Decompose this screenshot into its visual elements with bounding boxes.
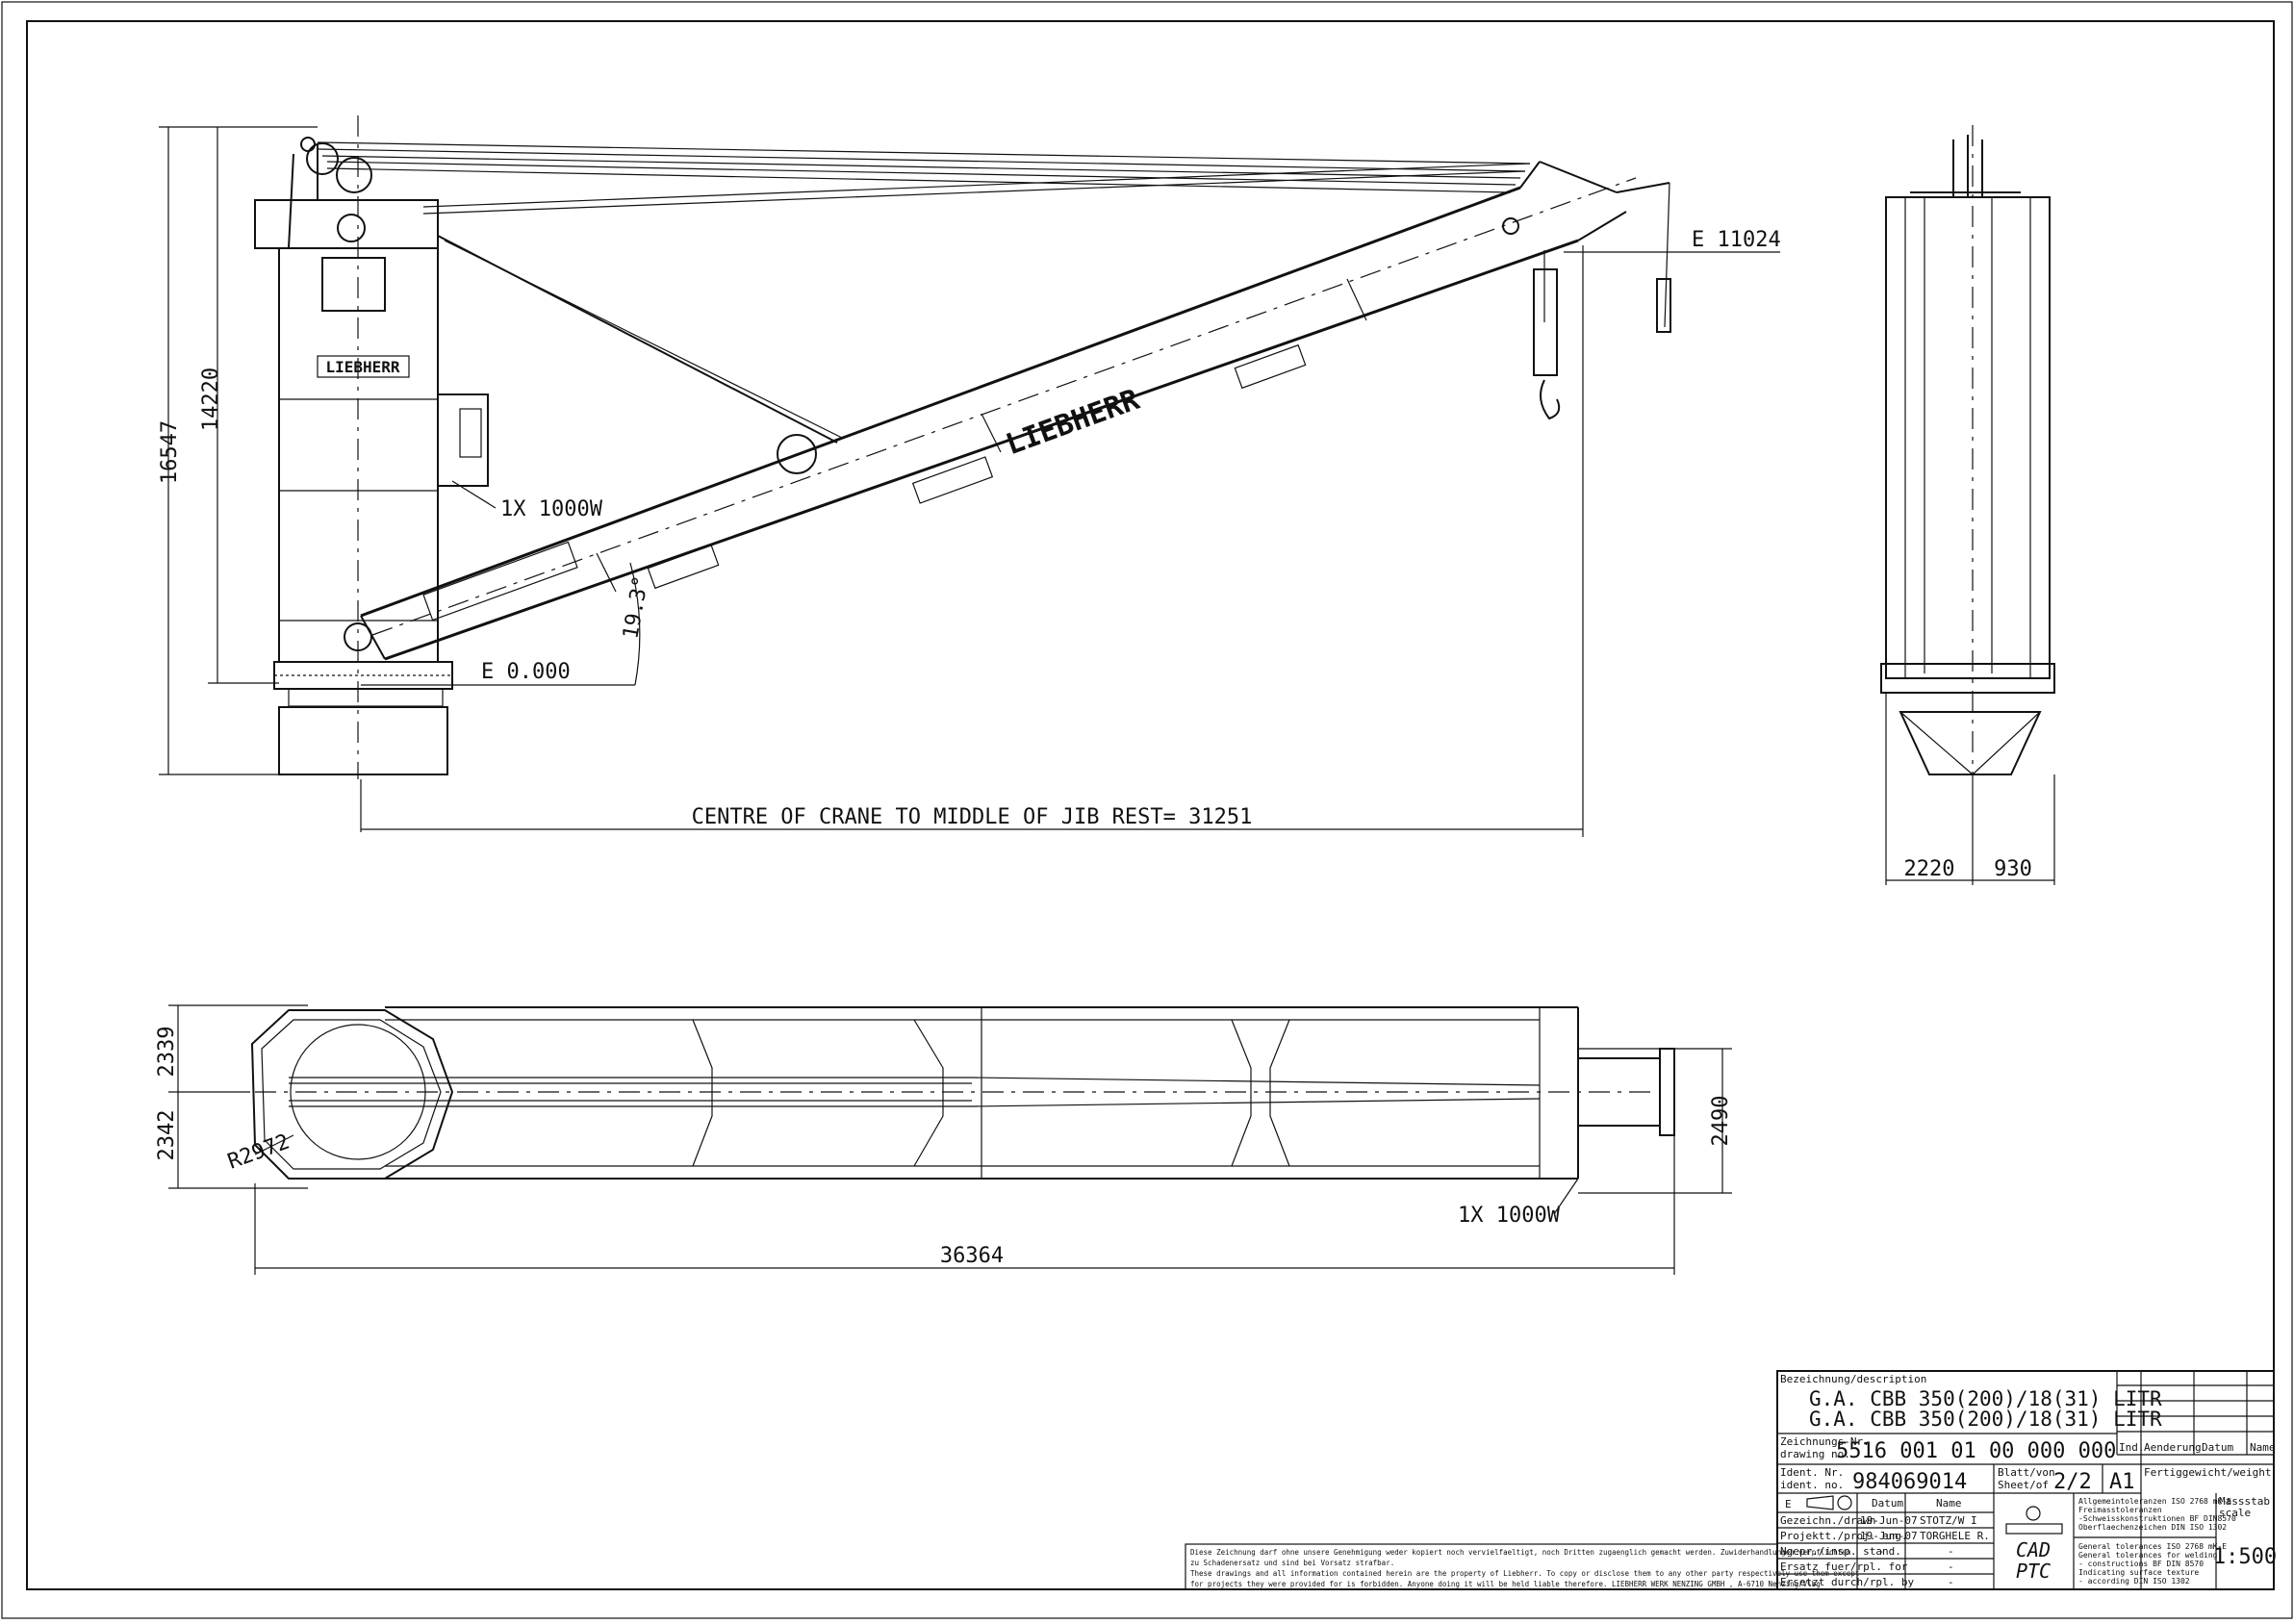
light-label-plan: 1X 1000W: [1458, 1204, 1561, 1228]
plan-dim-upper: 2339: [155, 1027, 179, 1078]
row-name: STOTZ/W I: [1920, 1514, 1977, 1527]
end-dim-right: 930: [1994, 857, 2032, 881]
end-view: 2220 930: [1880, 125, 2055, 885]
disclaimer-line: zu Schadenersatz und sind bei Vorsatz st…: [1190, 1559, 1394, 1567]
main-hook: [1540, 379, 1561, 420]
sheet-label-en: Sheet/of: [1998, 1479, 2049, 1491]
description-line-2: G.A. CBB 350(200)/18(31) LITR: [1809, 1408, 2162, 1431]
tolerance-line: Indicating surface texture: [2078, 1568, 2199, 1577]
tower-brand-plate: [317, 355, 410, 378]
end-view-slewing-ring: [1880, 663, 2055, 694]
sheet-no: 2/2: [2053, 1470, 2092, 1494]
row-date: 19-Jun-07: [1860, 1514, 1918, 1527]
row-date: -: [1878, 1545, 1885, 1558]
cad-system: PTC: [2016, 1560, 2051, 1583]
dim-total-height: 16547: [158, 420, 182, 484]
turntable: [250, 1009, 454, 1180]
row-label: Ersetzt durch/rpl. by: [1780, 1576, 1914, 1588]
main-hook-block: [1533, 268, 1558, 376]
projection-label: E: [1785, 1498, 1792, 1510]
scale-label-en: scale: [2219, 1507, 2251, 1519]
disclaimer: Diese Zeichnung darf ohne unsere Genehmi…: [1185, 1543, 1859, 1590]
ident-label: Ident. Nr.: [1780, 1466, 1844, 1479]
disclaimer-line: These drawings and all information conta…: [1190, 1569, 1859, 1578]
jib-heel-pin: [344, 622, 372, 651]
weight-label: Fertiggewicht/weight: [2144, 1466, 2271, 1479]
cad-label: CAD: [2016, 1538, 2051, 1561]
row-label: Ngepr./insp. stand.: [1780, 1545, 1901, 1558]
plan-dim-lower: 2342: [155, 1110, 179, 1161]
end-view-tower: [1885, 196, 2051, 679]
light-label-side: 1X 1000W: [500, 497, 603, 521]
end-dim-left: 2220: [1904, 857, 1955, 881]
row-name: -: [1948, 1561, 1954, 1573]
rev-header: Name: [2250, 1441, 2276, 1454]
tolerance-line: Oberflaechenzeichen DIN ISO 1302: [2078, 1523, 2227, 1532]
jib-brand: LIEBHERR: [1002, 383, 1145, 463]
scale-value: 1:500: [2213, 1545, 2277, 1569]
luffing-ropes: [317, 141, 1531, 444]
description-label: Bezeichnung/description: [1780, 1373, 1926, 1385]
tolerance-line: - constructions BF DIN 8570: [2078, 1560, 2204, 1568]
side-view: 16547 14220 LIEBHERR: [158, 115, 1781, 837]
drawing-no: 5516 001 01 00 000 000: [1836, 1439, 2116, 1463]
tolerance-line: Allgemeintoleranzen ISO 2768 mK-E: [2078, 1497, 2231, 1506]
ident-label-en: ident. no.: [1780, 1479, 1844, 1491]
elev-base: E 0.000: [481, 660, 571, 684]
projection-symbol: [1837, 1495, 1852, 1510]
tolerance-line: Freimasstoleranzen: [2078, 1506, 2162, 1514]
rev-header: Aenderung: [2144, 1441, 2202, 1454]
jib-angle: 19.3°: [619, 573, 653, 641]
pedestal: [278, 706, 448, 775]
jib: LIEBHERR: [344, 161, 1637, 661]
drawing-no-label: Zeichnungs-Nr.: [1780, 1435, 1870, 1448]
row-label: Gezeichn./drawn: [1780, 1514, 1875, 1527]
a-frame-sheave: [306, 142, 339, 175]
tolerance-line: General tolerances ISO 2768 mK-E: [2078, 1542, 2227, 1551]
row-name: -: [1948, 1576, 1954, 1588]
title-block: Ind. Aenderung Datum Name Bezeichnung/de…: [1776, 1370, 2277, 1590]
tolerance-line: -Schweisskonstruktionen BF DIN8570: [2078, 1514, 2236, 1523]
sheet-label: Blatt/von: [1998, 1466, 2055, 1479]
drawing-frame: [26, 20, 2275, 1590]
company-logo: [2026, 1506, 2041, 1521]
rev-header: Ind.: [2119, 1441, 2145, 1454]
winch-box: [321, 257, 386, 312]
dim-pivot-height: 14220: [199, 368, 223, 431]
dim-centre-to-rest: CENTRE OF CRANE TO MIDDLE OF JIB REST= 3…: [692, 805, 1253, 829]
row-name: -: [1948, 1545, 1954, 1558]
description-line-1: G.A. CBB 350(200)/18(31) LITR: [1809, 1387, 2162, 1410]
plan-dim-length: 36364: [940, 1244, 1004, 1268]
name-header: Name: [1936, 1497, 1962, 1510]
company-wordmark: [2005, 1523, 2063, 1535]
end-view-pedestal: [1899, 711, 2042, 775]
tower-brand: LIEBHERR: [325, 358, 399, 376]
cabin: [437, 393, 489, 487]
row-date: 19-Jun-07: [1860, 1530, 1918, 1542]
row-label: Projektt./proj. eng.: [1780, 1530, 1907, 1542]
tower-head: [254, 199, 439, 249]
angle-arc: [629, 562, 641, 686]
format: A1: [2109, 1470, 2135, 1494]
row-label: Ersatz fuer/rpl. for: [1780, 1561, 1908, 1573]
tolerance-line: General tolerances for welding: [2078, 1551, 2218, 1560]
elev-top: E 11024: [1692, 228, 1781, 252]
rev-header: Datum: [2202, 1441, 2233, 1454]
jib-load-plate: [422, 541, 578, 622]
tolerance-line: - according DIN ISO 1302: [2078, 1577, 2190, 1586]
plan-dim-rest: 2490: [1709, 1096, 1733, 1147]
ident-no: 984069014: [1852, 1470, 1967, 1494]
drawing-no-label-en: drawing no.: [1780, 1448, 1850, 1460]
scale-label: Massstab: [2219, 1495, 2270, 1508]
date-header: Datum: [1872, 1497, 1903, 1510]
auxiliary-hook: [1656, 278, 1671, 333]
disclaimer-line: for projects they were provided for is f…: [1190, 1580, 1821, 1588]
disclaimer-line: Diese Zeichnung darf ohne unsere Genehmi…: [1190, 1548, 1850, 1557]
plan-view: 2339 2342 R2972 2490: [155, 1004, 1733, 1275]
row-name: TORGHELE R.: [1920, 1530, 1990, 1542]
